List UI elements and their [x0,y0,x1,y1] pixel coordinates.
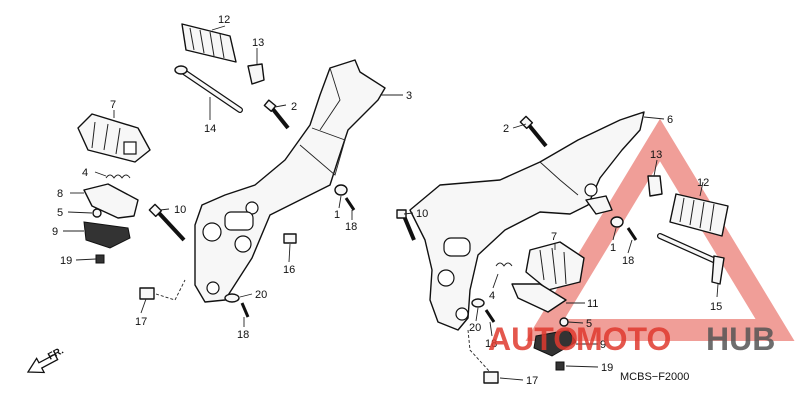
right-footpeg-bracket [409,111,645,331]
callout-18-lower: 18 [237,329,249,341]
watermark-text-moto: MOTO [576,321,671,357]
watermark-text-hub: HUB [706,321,775,357]
callout-10: 10 [174,204,186,216]
watermark-text-auto: AUTO [488,321,578,357]
callout-4: 4 [489,290,495,302]
watermark-text: AUTO MOTO HUB [488,321,775,357]
callout-15: 15 [710,301,722,313]
callout-7: 7 [551,231,557,243]
callout-3: 3 [406,90,412,102]
callout-20: 20 [255,289,267,301]
callout-18-upper: 18 [622,255,634,267]
callout-13: 13 [252,37,264,49]
right-clip [647,175,663,197]
right-footpeg-pin [657,233,725,285]
left-footpeg-rubber-pad [83,221,131,249]
right-passenger-footpeg [525,241,585,291]
callout-9: 9 [600,339,606,351]
left-spring [105,174,131,179]
callout-12: 12 [218,14,230,26]
callout-20: 20 [469,322,481,334]
callout-8: 8 [57,188,63,200]
right-callouts: 2 6 13 12 10 7 1 18 4 11 5 20 18 9 15 19… [416,114,722,387]
callout-7: 7 [110,99,116,111]
callout-2: 2 [503,123,509,135]
callout-13: 13 [650,149,662,161]
callout-5: 5 [586,318,592,330]
callout-1: 1 [610,242,616,254]
callout-18-lower: 18 [485,338,497,350]
callout-9: 9 [52,226,58,238]
front-direction-indicator: FR. [26,345,66,374]
callout-5: 5 [57,207,63,219]
callout-18-upper: 18 [345,221,357,233]
callout-6: 6 [667,114,673,126]
callout-17: 17 [526,375,538,387]
diagram-code: MCBS−F2000 [620,371,689,383]
left-callouts: 12 13 14 2 3 7 4 8 5 9 19 10 1 18 16 20 … [52,14,412,341]
callout-14: 14 [204,123,216,135]
front-direction-label: FR. [46,345,66,362]
front-arrow-icon [26,353,59,374]
callout-4: 4 [82,167,88,179]
callout-17: 17 [135,316,147,328]
callout-1: 1 [334,209,340,221]
right-footpeg-rubber-pad [533,329,577,357]
left-passenger-footpeg [77,113,151,163]
left-footpeg-rubber [181,23,237,63]
left-clip [247,63,265,85]
callout-12: 12 [697,177,709,189]
callout-10: 10 [416,208,428,220]
callout-19: 19 [601,362,613,374]
callout-2: 2 [291,101,297,113]
callout-19: 19 [60,255,72,267]
right-holder [511,283,567,313]
callout-11: 11 [587,298,598,310]
left-holder [83,183,139,219]
right-assembly [396,111,729,384]
left-assembly [63,23,403,327]
right-footpeg-rubber [669,193,729,237]
callout-16: 16 [283,264,295,276]
left-footpeg-pin [174,65,243,113]
